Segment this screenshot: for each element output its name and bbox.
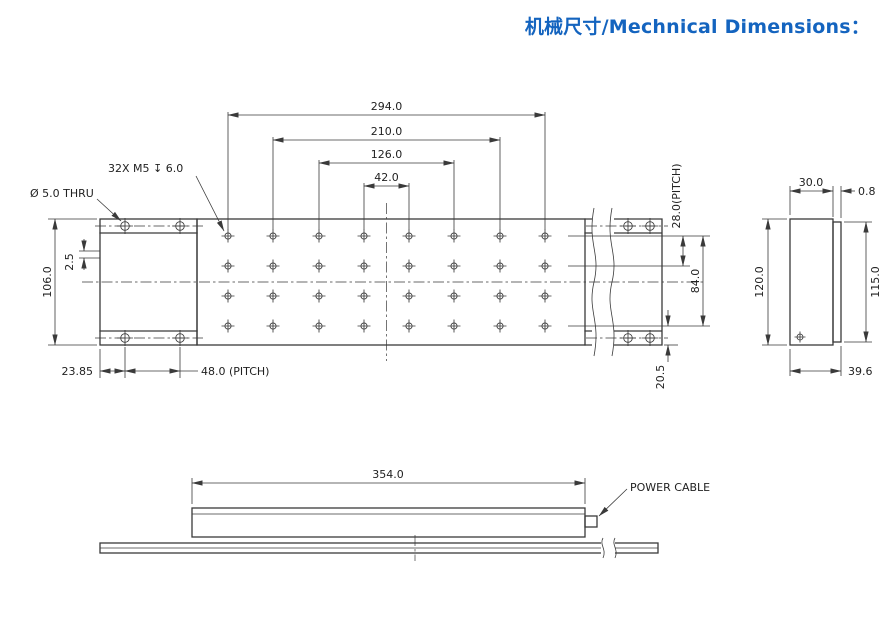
dim-30: 30.0 xyxy=(789,176,834,217)
dim-120-label: 120.0 xyxy=(753,266,766,298)
dim-106-label: 106.0 xyxy=(41,266,54,298)
dim-42-label: 42.0 xyxy=(374,171,399,184)
centerlines xyxy=(82,203,706,361)
dim-354-label: 354.0 xyxy=(372,468,404,481)
dim-115: 115.0 xyxy=(844,221,882,343)
end-view-plate-outline xyxy=(832,221,842,343)
power-cable-label: POWER CABLE xyxy=(630,481,710,494)
dim-30-label: 30.0 xyxy=(799,176,824,189)
left-end-block-outline xyxy=(99,218,198,346)
page-title: 机械尺寸/Mechnical Dimensions： xyxy=(524,16,870,38)
dim-120: 120.0 xyxy=(753,218,787,346)
callout-thru: Ø 5.0 THRU xyxy=(30,187,122,222)
front-view: 354.0 POWER CABLE xyxy=(99,468,710,561)
callout-power-cable: POWER CABLE xyxy=(598,481,710,517)
end-view-body-outline xyxy=(789,218,834,346)
dim-354: 354.0 xyxy=(191,468,586,504)
callout-thread: 32X M5 ↧ 6.0 xyxy=(108,162,225,232)
break-line xyxy=(613,537,617,559)
dim-115-label: 115.0 xyxy=(869,266,882,298)
end-view-hole xyxy=(794,331,806,343)
dim-126-label: 126.0 xyxy=(371,148,403,161)
dim-210: 210.0 xyxy=(272,125,501,230)
dim-294-label: 294.0 xyxy=(371,100,403,113)
break-gap xyxy=(601,540,615,556)
dim-84-label: 84.0 xyxy=(689,269,702,294)
dim-294: 294.0 xyxy=(227,100,546,230)
dim-106: 106.0 xyxy=(41,218,97,346)
dim-84: 84.0 xyxy=(568,235,710,327)
dim-0-8: 0.8 xyxy=(840,185,876,218)
break-gap xyxy=(592,206,614,356)
top-view: 294.0 210.0 126.0 42.0 32X M5 ↧ 6.0 xyxy=(30,100,710,389)
front-slider-outline xyxy=(191,507,586,538)
dim-20-5-label: 20.5 xyxy=(654,365,667,390)
dim-210-label: 210.0 xyxy=(371,125,403,138)
dim-42: 42.0 xyxy=(363,171,410,230)
dim-48-pitch-label: 48.0 (PITCH) xyxy=(201,365,269,378)
dim-39-6-label: 39.6 xyxy=(848,365,873,378)
dim-20-5: 20.5 xyxy=(654,310,678,389)
end-view: 30.0 0.8 120.0 115.0 39.6 xyxy=(753,176,882,378)
thread-callout-label: 32X M5 ↧ 6.0 xyxy=(108,162,183,175)
cable-connector xyxy=(584,515,598,528)
dim-28-pitch-label: 28.0(PITCH) xyxy=(670,164,683,229)
dim-28-pitch: 28.0(PITCH) xyxy=(568,164,710,267)
dim-126: 126.0 xyxy=(318,148,455,230)
thru-callout-label: Ø 5.0 THRU xyxy=(30,187,94,200)
dim-23-85-label: 23.85 xyxy=(62,365,94,378)
dim-2-5-label: 2.5 xyxy=(63,253,76,271)
dim-23-85: 23.85 xyxy=(62,347,181,378)
dim-0-8-label: 0.8 xyxy=(858,185,876,198)
break-line xyxy=(601,537,605,559)
dim-2-5: 2.5 xyxy=(63,239,100,271)
dim-48-pitch: 48.0 (PITCH) xyxy=(124,365,269,378)
dim-39-6: 39.6 xyxy=(789,346,873,378)
